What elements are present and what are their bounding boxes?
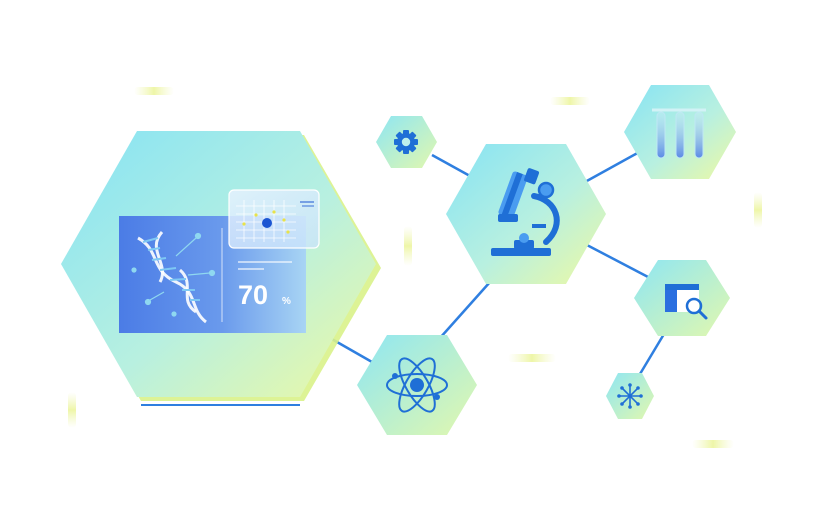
glass-chart-card (228, 189, 320, 249)
hexagon-molecule (606, 373, 654, 419)
metric-value: 70 (238, 280, 268, 310)
hexagon-microscope (446, 144, 606, 284)
atom-icon (386, 357, 448, 413)
hexagon-document-search (634, 260, 730, 336)
connector-microscope-atom (439, 281, 491, 339)
metric-unit: % (282, 296, 291, 307)
connector-document-molecule (638, 333, 666, 375)
test-tubes-icon (652, 108, 706, 159)
connector-gear-microscope (431, 153, 471, 178)
magnifier-document-icon (665, 284, 708, 320)
gear-icon (394, 130, 418, 154)
connector-microscope-tubes (584, 148, 644, 184)
microscope-icon (491, 168, 560, 256)
connector-microscope-document (584, 242, 651, 280)
dna-icon (131, 231, 216, 324)
connector-lines (329, 148, 666, 375)
hexagon-test-tubes (624, 85, 736, 179)
hexagon-gear (376, 116, 437, 168)
hexagon-atom (357, 335, 477, 435)
molecule-icon (617, 383, 643, 409)
decorative-sparkles (68, 87, 762, 448)
